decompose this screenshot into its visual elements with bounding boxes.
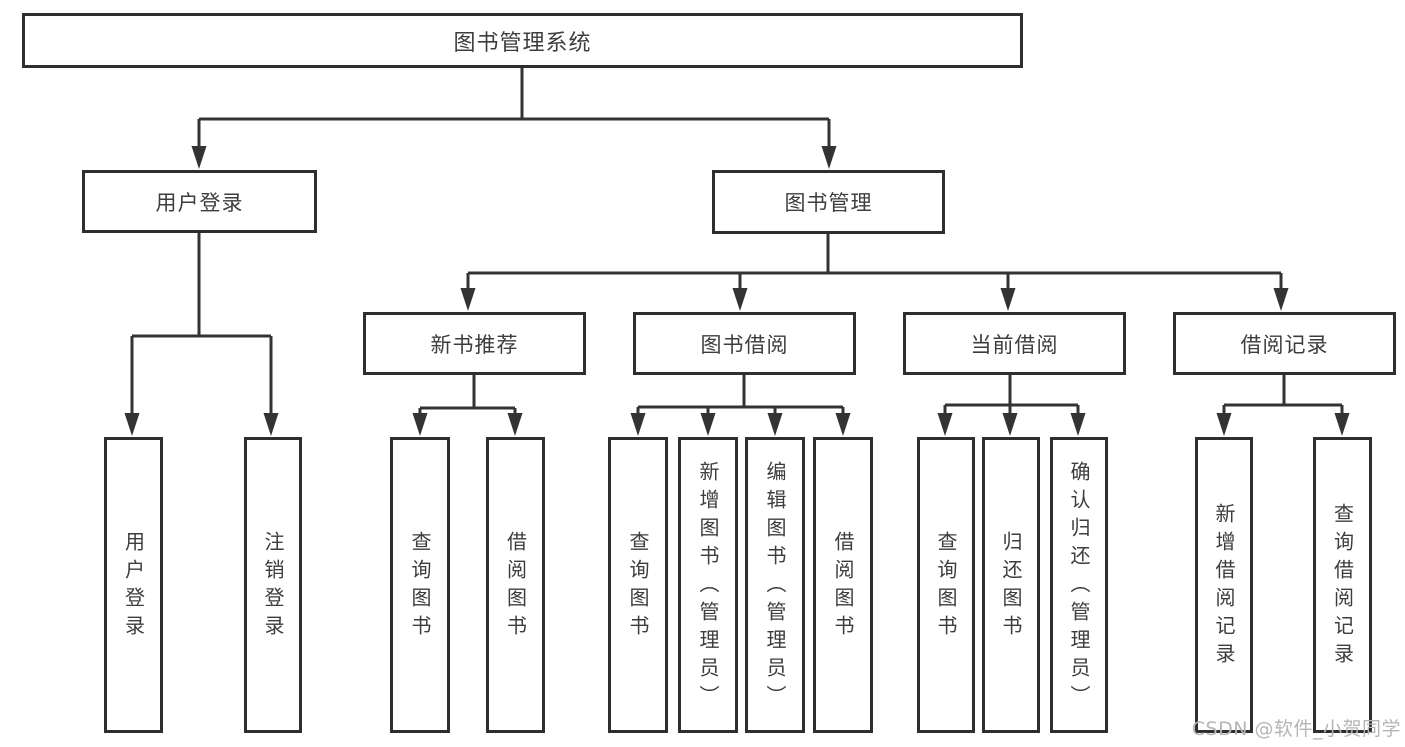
leaf-logout: 注销登录	[244, 437, 302, 733]
leaf-label: 借阅图书	[831, 531, 855, 643]
connector-book-management-to-level3	[460, 234, 1289, 311]
node-book-management: 图书管理	[712, 170, 945, 234]
leaf-label: 注销登录	[261, 531, 285, 643]
node-label: 图书借阅	[700, 332, 789, 357]
leaf-borrow-books: 借阅图书	[813, 437, 873, 733]
leaf-add-borrow-record: 新增借阅记录	[1195, 437, 1253, 733]
node-label: 当前借阅	[970, 332, 1059, 357]
csdn-watermark: CSDN @软件_小贺同学	[1191, 718, 1401, 740]
node-label: 新书推荐	[430, 332, 519, 357]
leaf-query-books-recommend: 查询图书	[390, 437, 450, 733]
leaf-query-borrow-record: 查询借阅记录	[1313, 437, 1372, 733]
leaf-label: 新增借阅记录	[1212, 503, 1236, 671]
node-borrow-records: 借阅记录	[1173, 312, 1396, 375]
connector-root-to-level2	[191, 67, 837, 169]
node-library-management-system: 图书管理系统	[22, 13, 1023, 68]
leaf-query-books-borrow: 查询图书	[608, 437, 668, 733]
leaf-label: 借阅图书	[503, 531, 528, 643]
leaf-label: 查询图书	[408, 531, 432, 643]
leaf-label: 查询图书	[626, 531, 650, 643]
leaf-label: 用户登录	[121, 531, 146, 643]
connector-user-login-children	[124, 233, 279, 436]
node-book-borrow: 图书借阅	[633, 312, 856, 375]
leaf-borrow-books-recommend: 借阅图书	[486, 437, 545, 733]
leaf-query-books-current: 查询图书	[917, 437, 975, 733]
connector-book-borrow-children	[630, 375, 851, 436]
node-current-borrow: 当前借阅	[903, 312, 1126, 375]
leaf-return-books: 归还图书	[982, 437, 1040, 733]
leaf-label: 编辑图书（管理员）	[763, 461, 787, 713]
node-label: 图书管理	[784, 191, 873, 215]
node-new-book-recommend: 新书推荐	[363, 312, 586, 375]
node-label: 借阅记录	[1240, 332, 1329, 357]
leaf-label: 查询借阅记录	[1330, 503, 1355, 671]
node-label: 用户登录	[155, 190, 244, 215]
leaf-add-books-admin: 新增图书（管理员）	[678, 437, 738, 733]
node-user-login: 用户登录	[82, 170, 317, 233]
leaf-confirm-return-admin: 确认归还（管理员）	[1050, 437, 1108, 733]
leaf-label: 确认归还（管理员）	[1067, 461, 1091, 713]
node-label: 图书管理系统	[453, 30, 592, 56]
leaf-label: 归还图书	[999, 531, 1023, 643]
leaf-user-login: 用户登录	[104, 437, 163, 733]
connector-current-borrow-children	[937, 375, 1086, 436]
connector-borrow-records-children	[1216, 375, 1350, 436]
leaf-edit-books-admin: 编辑图书（管理员）	[745, 437, 805, 733]
leaf-label: 查询图书	[934, 531, 958, 643]
leaf-label: 新增图书（管理员）	[696, 461, 720, 713]
connector-new-book-children	[412, 375, 523, 436]
